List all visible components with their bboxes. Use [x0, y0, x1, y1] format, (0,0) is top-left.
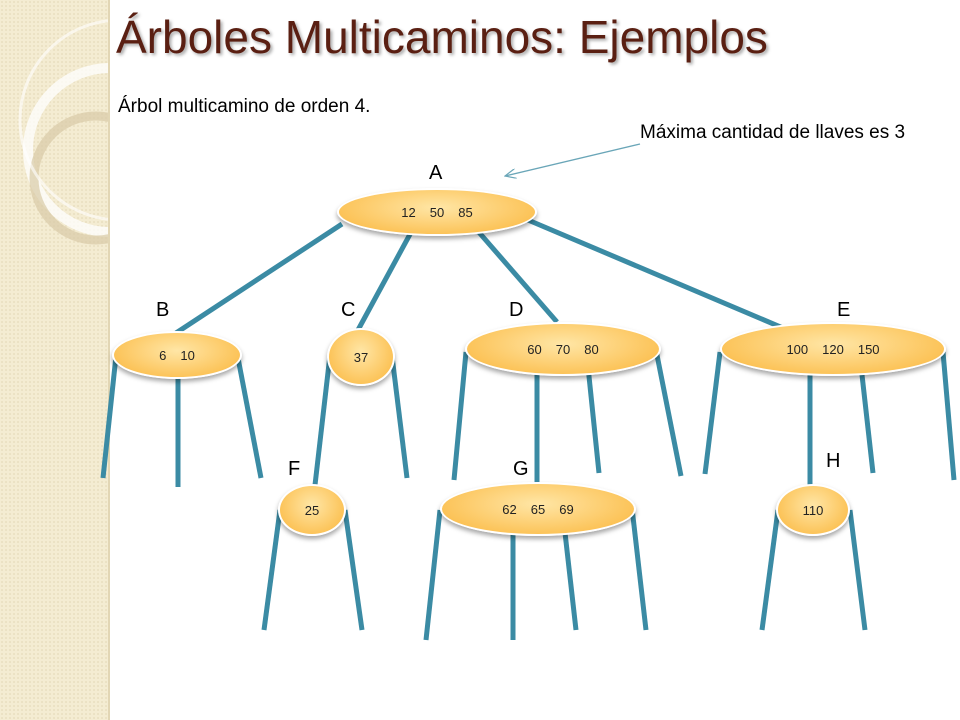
tree-node-c: 37: [327, 328, 395, 386]
node-key: 65: [530, 501, 546, 517]
node-key: 120: [822, 341, 844, 357]
edge-g-ptr-0: [423, 509, 443, 641]
node-key: 12: [401, 204, 416, 220]
node-key: 37: [353, 349, 369, 365]
node-label-h: H: [826, 450, 841, 472]
decorative-circles: [18, 19, 108, 245]
node-key: 100: [786, 341, 809, 357]
edge-h-ptr-1: [847, 509, 868, 631]
node-label-d: D: [509, 299, 524, 321]
tree-node-e: 100 120 150: [720, 322, 946, 376]
edge-a-d: [468, 220, 559, 324]
edge-b-ptr-0: [100, 355, 119, 479]
node-key: 110: [802, 502, 824, 518]
tree-node-d: 60 70 80: [465, 322, 661, 376]
node-key: 150: [857, 341, 880, 357]
node-key: 60: [527, 341, 542, 357]
node-key: 10: [180, 347, 195, 363]
edge-d-ptr-0: [451, 351, 469, 481]
edge-f-ptr-0: [261, 509, 283, 631]
node-key: 70: [555, 341, 571, 357]
annotation-arrow: [505, 143, 641, 176]
tree-node-g: 62 65 69: [440, 482, 636, 536]
node-key: 80: [584, 341, 599, 357]
edge-c-f: [312, 354, 333, 486]
edge-d-ptr-3: [653, 349, 684, 477]
node-key: 6: [159, 347, 167, 363]
edge-d-ptr-2: [584, 356, 602, 474]
tree-node-h: 110: [776, 484, 850, 536]
node-key: 62: [502, 501, 517, 517]
edge-c-ptr-1: [389, 355, 410, 479]
node-label-c: C: [341, 299, 356, 321]
node-label-f: F: [288, 458, 301, 480]
edge-b-ptr-2: [235, 357, 264, 479]
node-label-e: E: [837, 299, 851, 321]
tree-node-b: 6 10: [112, 331, 242, 379]
edge-a-c: [355, 223, 418, 332]
node-key: 25: [304, 502, 320, 518]
edge-e-ptr-3: [940, 351, 957, 481]
node-label-a: A: [429, 162, 443, 184]
tree-node-a: 12 50 85: [337, 188, 537, 236]
node-label-g: G: [513, 458, 529, 480]
edge-e-ptr-0: [702, 351, 723, 475]
edge-h-ptr-0: [759, 509, 781, 631]
slide-title: Árboles Multicaminos: Ejemplos: [116, 11, 768, 63]
node-key: 69: [559, 501, 574, 517]
annotation-max-keys: Máxima cantidad de llaves es 3: [640, 122, 906, 143]
edge-e-ptr-2: [857, 356, 876, 474]
edge-a-e: [527, 217, 791, 334]
node-label-b: B: [156, 299, 170, 321]
node-key: 85: [458, 204, 473, 220]
node-key: 50: [429, 204, 445, 220]
tree-node-f: 25: [278, 484, 346, 536]
slide-subtitle: Árbol multicamino de orden 4.: [118, 96, 371, 117]
edge-a-b: [174, 221, 344, 336]
decorative-side-band: [0, 0, 110, 720]
edge-g-ptr-3: [629, 507, 649, 631]
edge-f-ptr-1: [342, 509, 365, 631]
